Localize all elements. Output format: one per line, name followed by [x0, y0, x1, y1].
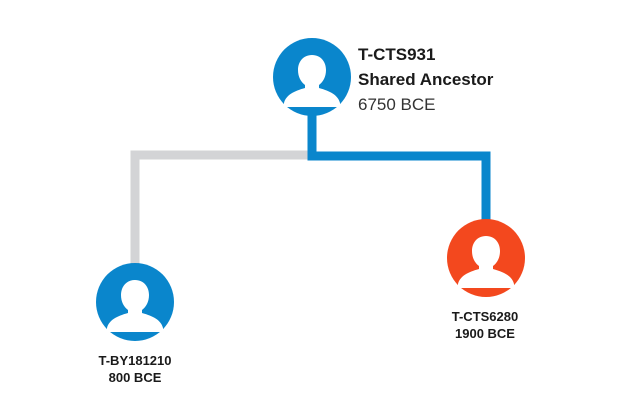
left-descendant-node[interactable]: [96, 263, 174, 341]
branch-line-left: [130, 150, 312, 268]
left-descendant-name: T-BY181210: [98, 353, 172, 368]
ancestor-role: Shared Ancestor: [358, 70, 494, 89]
ancestor-label: T-CTS931 Shared Ancestor 6750 BCE: [358, 42, 493, 117]
ancestor-node[interactable]: [273, 38, 351, 116]
right-descendant-node[interactable]: [447, 219, 525, 297]
ancestor-date: 6750 BCE: [358, 95, 436, 114]
right-descendant-label: T-CTS6280 1900 BCE: [405, 308, 565, 342]
left-descendant-date: 800 BCE: [108, 370, 162, 385]
left-descendant-label: T-BY181210 800 BCE: [55, 352, 215, 386]
right-descendant-name: T-CTS6280: [451, 309, 519, 324]
right-descendant-date: 1900 BCE: [455, 326, 515, 341]
ancestor-name: T-CTS931: [358, 45, 436, 64]
branch-line-right: [307, 110, 491, 222]
